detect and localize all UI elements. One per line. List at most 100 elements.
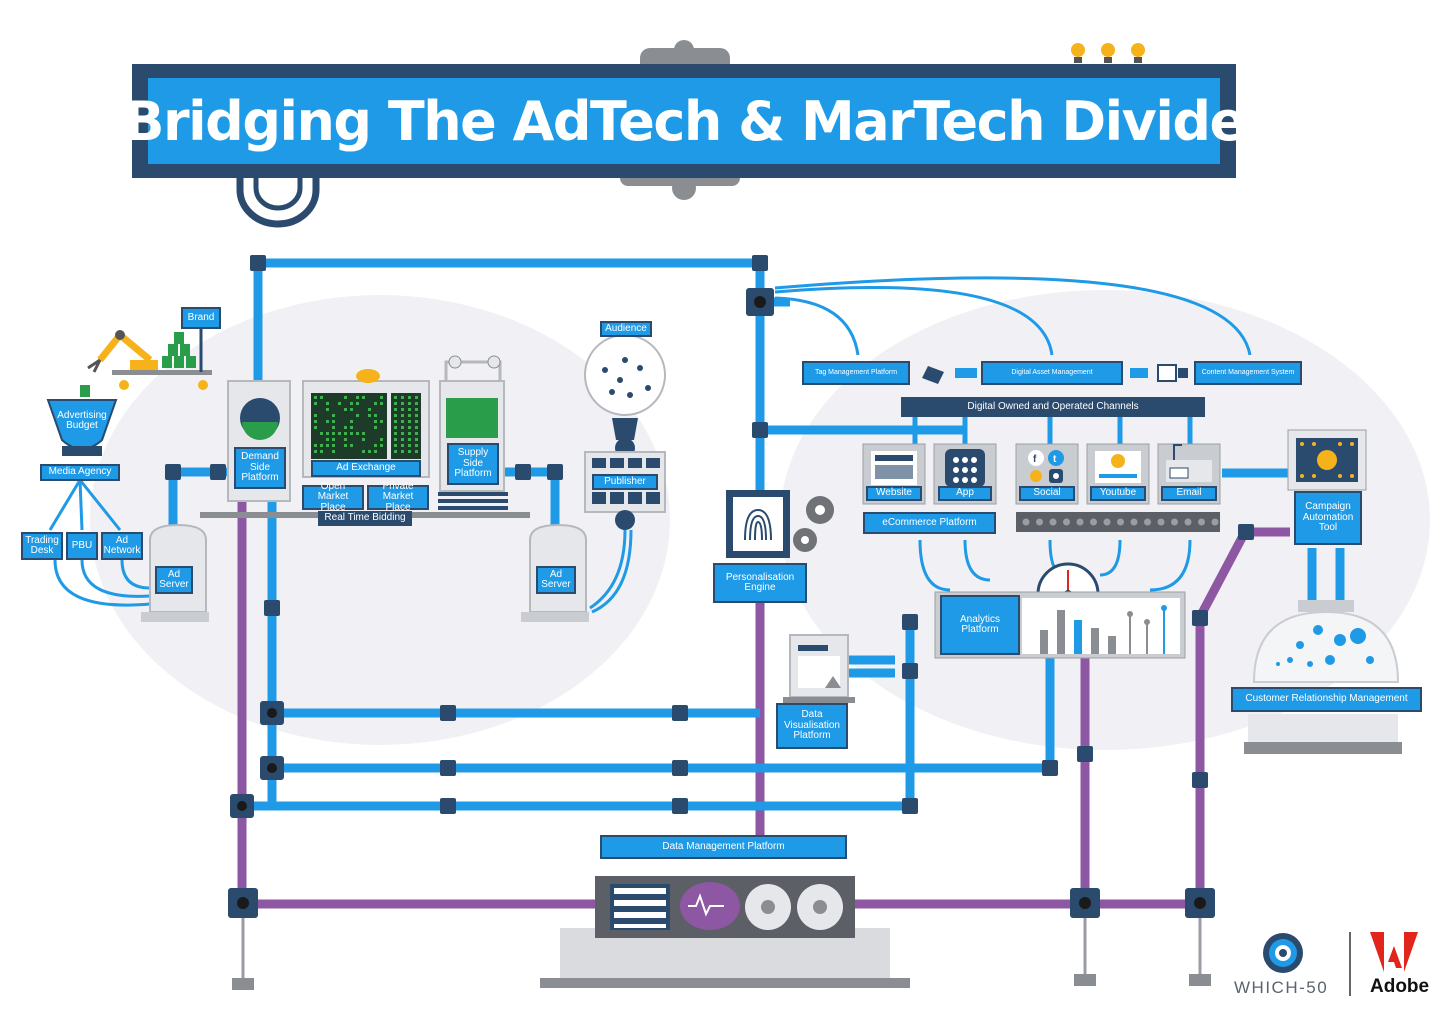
- campaign-machine: [1287, 429, 1367, 491]
- led-dot: [344, 426, 347, 429]
- label-open-market-place: Open Market Place: [302, 481, 364, 513]
- label-tag-management-platform: Tag Management Platform: [802, 361, 910, 385]
- led-dot: [394, 438, 397, 441]
- led-dot: [401, 444, 404, 447]
- email-machine: [1166, 444, 1212, 482]
- led-dot: [415, 402, 418, 405]
- led-dot: [332, 426, 335, 429]
- led-dot: [374, 426, 377, 429]
- led-dot: [326, 420, 329, 423]
- label-trading-desk: Trading Desk: [21, 532, 63, 560]
- label-personalisation-engine: Personalisation Engine: [713, 563, 807, 603]
- led-dot: [320, 444, 323, 447]
- led-dot: [314, 396, 317, 399]
- led-dot: [374, 420, 377, 423]
- instagram-icon: [1049, 469, 1063, 483]
- led-dot: [344, 408, 347, 411]
- led-dot: [314, 450, 317, 453]
- led-dot: [332, 432, 335, 435]
- led-dot: [350, 426, 353, 429]
- ad-exchange-led-grid: [314, 396, 418, 453]
- led-dot: [326, 402, 329, 405]
- thin-connectors: [48, 276, 1252, 614]
- label-real-time-bidding: Real Time Bidding: [318, 511, 412, 526]
- fingerprint-icon: [726, 490, 790, 558]
- led-dot: [415, 420, 418, 423]
- led-dot: [408, 414, 411, 417]
- led-dot: [394, 432, 397, 435]
- svg-text:f: f: [1033, 454, 1037, 465]
- label-pbu: PBU: [66, 532, 98, 560]
- led-dot: [374, 444, 377, 447]
- facebook-icon: f: [1028, 450, 1044, 466]
- led-dot: [368, 450, 371, 453]
- label-ad-server-right: Ad Server: [536, 566, 576, 594]
- led-dot: [415, 396, 418, 399]
- label-digital-owned-channels: Digital Owned and Operated Channels: [901, 397, 1205, 417]
- conveyor-roller: [1049, 518, 1057, 526]
- conveyor-roller: [1063, 518, 1070, 526]
- page-title: Bridging The AdTech & MarTech Divide: [123, 89, 1246, 153]
- conveyor-roller: [1022, 518, 1030, 526]
- label-media-agency: Media Agency: [40, 464, 120, 481]
- led-dot: [380, 444, 383, 447]
- led-dot: [332, 450, 335, 453]
- led-dot: [394, 402, 397, 405]
- led-dot: [368, 414, 371, 417]
- conveyor-roller: [1198, 518, 1205, 526]
- crm-dome: [1244, 600, 1402, 754]
- blue-pipes: [168, 258, 1345, 811]
- adobe-wordmark: Adobe: [1370, 976, 1430, 997]
- led-dot: [374, 402, 377, 405]
- conveyor-roller: [1076, 518, 1084, 526]
- label-analytics-platform: Analytics Platform: [940, 595, 1020, 655]
- led-dot: [394, 450, 397, 453]
- conveyor-roller: [1144, 518, 1151, 526]
- led-dot: [350, 408, 353, 411]
- label-advertising-budget: Advertising Budget: [57, 409, 107, 431]
- led-dot: [320, 450, 323, 453]
- led-dot: [356, 432, 359, 435]
- led-dot: [326, 438, 329, 441]
- label-audience: Audience: [600, 321, 652, 337]
- led-dot: [326, 408, 329, 411]
- led-dot: [401, 414, 404, 417]
- led-dot: [415, 450, 418, 453]
- led-dot: [314, 426, 317, 429]
- led-dot: [344, 432, 347, 435]
- led-dot: [401, 396, 404, 399]
- conveyor-roller: [1117, 518, 1124, 526]
- led-dot: [332, 414, 335, 417]
- conveyor-roller: [1090, 518, 1097, 526]
- which50-logo: [1263, 933, 1303, 973]
- robot-arm-icon: [87, 330, 212, 390]
- led-dot: [394, 420, 397, 423]
- led-dot: [408, 432, 411, 435]
- label-campaign-automation-tool: Campaign Automation Tool: [1294, 491, 1362, 545]
- led-dot: [380, 438, 383, 441]
- label-ad-server-left: Ad Server: [155, 566, 193, 594]
- led-dot: [394, 444, 397, 447]
- label-supply-side-platform: Supply Side Platform: [447, 443, 499, 485]
- data-vis-machine: [783, 634, 855, 703]
- label-brand: Brand: [181, 307, 221, 329]
- title-banner-inner: Bridging The AdTech & MarTech Divide: [123, 78, 1246, 164]
- conveyor-roller: [1211, 518, 1219, 526]
- led-dot: [314, 444, 317, 447]
- led-dot: [332, 420, 335, 423]
- svg-text:t: t: [1053, 454, 1057, 465]
- conveyor-roller: [1130, 518, 1138, 526]
- led-dot: [401, 420, 404, 423]
- label-youtube: Youtube: [1090, 486, 1146, 501]
- label-app: App: [938, 486, 992, 501]
- led-dot: [374, 414, 377, 417]
- led-dot: [368, 408, 371, 411]
- label-data-visualisation-platform: Data Visualisation Platform: [776, 703, 848, 749]
- led-dot: [314, 414, 317, 417]
- pipe-legs: [241, 918, 1202, 980]
- gear-icon: [793, 496, 834, 552]
- led-dot: [326, 432, 329, 435]
- led-dot: [344, 444, 347, 447]
- led-dot: [408, 444, 411, 447]
